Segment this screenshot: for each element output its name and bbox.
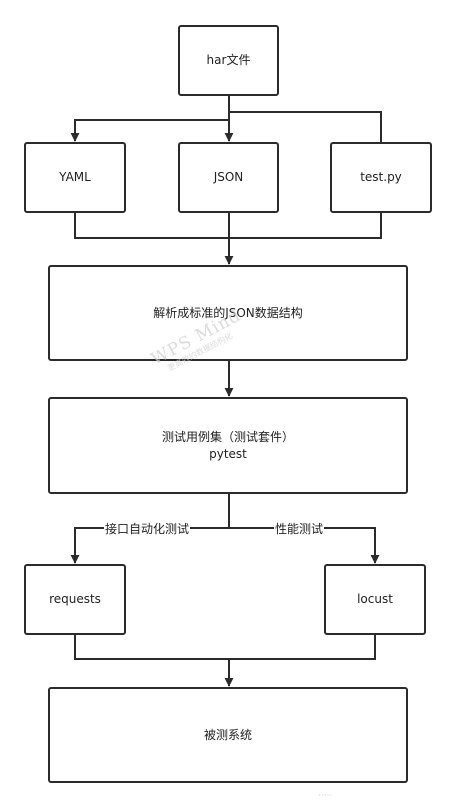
- edge-har-to-yaml: [70, 96, 230, 142]
- edge-requests-merge: [74, 634, 229, 660]
- edge-har-to-testpy: [229, 111, 382, 143]
- json-node: JSON: [178, 142, 279, 213]
- testcase-label-line1: 测试用例集（测试套件）: [161, 429, 294, 444]
- json-label: JSON: [213, 170, 244, 184]
- parse-label: 解析成标准的JSON数据结构: [153, 305, 303, 320]
- testcase-label-line2: pytest: [209, 446, 247, 461]
- yaml-label: YAML: [59, 170, 91, 184]
- test-py-label: test.py: [360, 170, 402, 184]
- test-py-node: test.py: [330, 142, 432, 213]
- yaml-node: YAML: [24, 142, 126, 213]
- har-file-node: har文件: [178, 25, 279, 96]
- edge-label-performance: 性能测试: [274, 521, 325, 537]
- edge-yaml-merge: [74, 212, 229, 239]
- requests-label: requests: [49, 592, 101, 606]
- edge-testpy-merge: [229, 212, 382, 239]
- locust-label: locust: [357, 592, 393, 606]
- sut-label: 被测系统: [203, 727, 252, 742]
- har-file-label: har文件: [206, 53, 251, 67]
- locust-node: locust: [324, 564, 426, 635]
- testcase-node: 测试用例集（测试套件） pytest: [48, 397, 408, 494]
- corner-stamp: ·····: [318, 791, 333, 801]
- edge-label-api-automation: 接口自动化测试: [104, 521, 191, 537]
- parse-node: 解析成标准的JSON数据结构: [48, 265, 408, 361]
- sut-node: 被测系统: [48, 687, 408, 783]
- requests-node: requests: [24, 564, 126, 635]
- edge-locust-merge: [229, 634, 376, 660]
